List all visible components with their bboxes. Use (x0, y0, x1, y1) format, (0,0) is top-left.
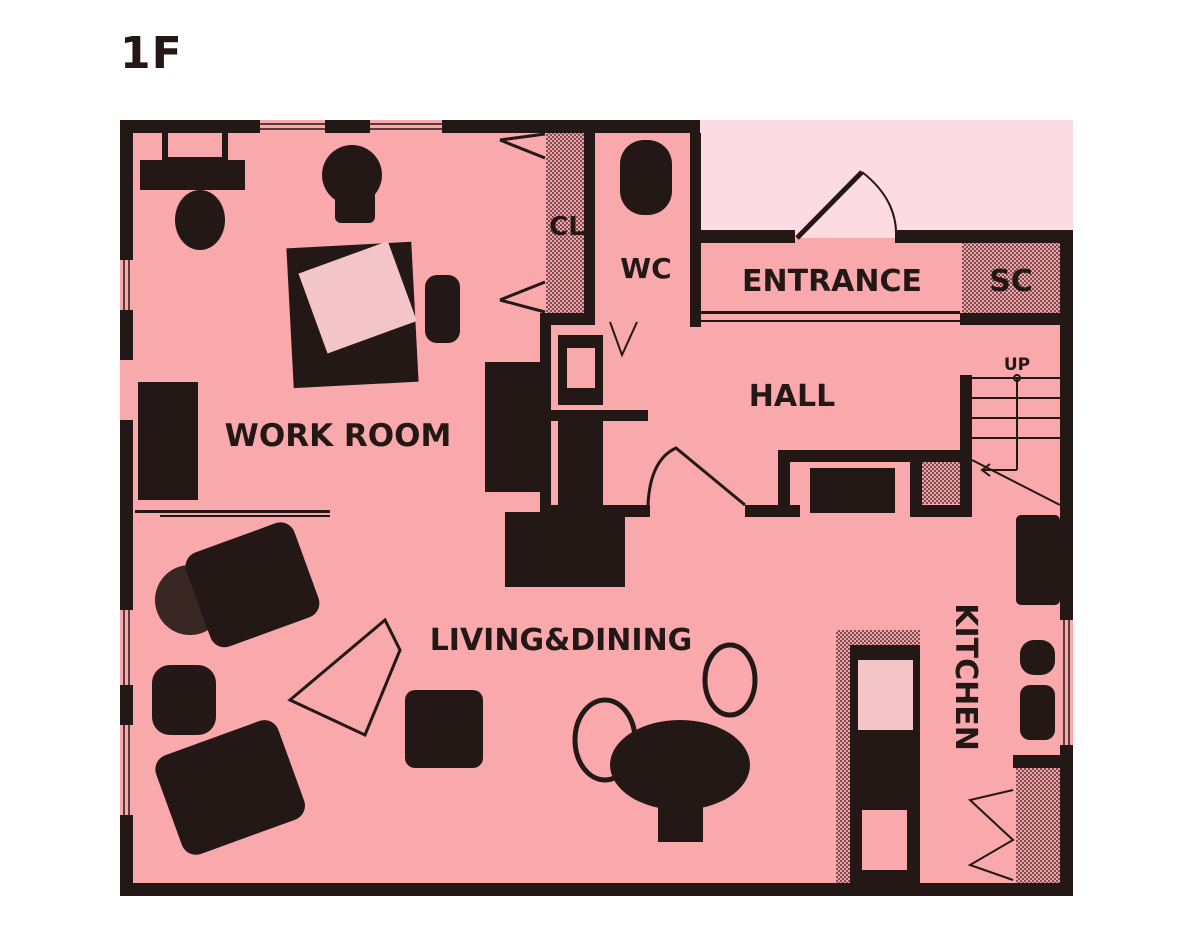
ottoman (405, 690, 483, 768)
stairs[interactable] (971, 374, 1061, 506)
sewing-cabinet (485, 362, 540, 492)
stove (862, 810, 907, 870)
dining-chair-right (702, 642, 758, 718)
outdoor-porch (700, 120, 1073, 238)
shelf (558, 420, 603, 505)
label-shoe-closet: SC (989, 264, 1033, 299)
label-kitchen: KITCHEN (948, 603, 983, 751)
console-table (810, 468, 895, 513)
label-hall: HALL (749, 379, 836, 414)
furniture (138, 125, 1060, 870)
striped-pot (152, 665, 216, 735)
kettle (1020, 640, 1055, 675)
label-entrance: ENTRANCE (742, 264, 922, 299)
sideboard (505, 512, 625, 587)
closet-area (546, 133, 584, 313)
plant-large (155, 565, 225, 635)
cushion (298, 241, 417, 354)
armchair-bottom (155, 720, 305, 855)
pantry-area (1016, 768, 1060, 883)
dining-chair-left (572, 697, 638, 783)
label-stairs-up: UP (1004, 355, 1030, 375)
floor-title: 1F (120, 28, 183, 79)
label-work-room: WORK ROOM (225, 418, 452, 454)
desk (140, 160, 245, 190)
label-closet: CL (549, 212, 585, 242)
monitor (162, 125, 228, 163)
coffee-table (287, 617, 402, 738)
chair (175, 190, 225, 250)
refrigerator (1016, 515, 1060, 605)
plant-pot (335, 188, 375, 223)
toilet (620, 140, 672, 215)
table-base (658, 800, 703, 842)
stool (425, 275, 460, 343)
label-wc: WC (620, 252, 671, 285)
shoe-closet-area (962, 243, 1060, 313)
windows (123, 123, 1070, 815)
cabinet (138, 382, 198, 500)
kitchen-sink (858, 660, 913, 730)
storage-area (922, 462, 960, 504)
label-living-dining: LIVING&DINING (430, 623, 693, 658)
trash-bin (1020, 685, 1055, 740)
doors (499, 132, 1015, 881)
dining-table (610, 720, 750, 810)
